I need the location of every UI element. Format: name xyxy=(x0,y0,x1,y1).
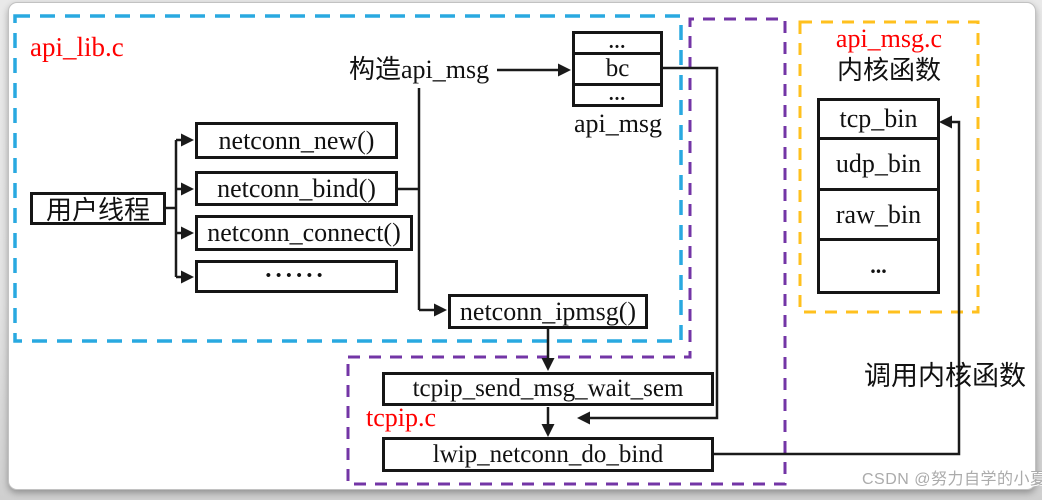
arrowheads xyxy=(181,63,952,437)
api-lib-module-label: api_lib.c xyxy=(30,32,124,62)
api-msg-struct-stack: ... bc ... xyxy=(572,31,663,107)
more-kernel-functions-cell: ... xyxy=(820,238,937,291)
tcpip-module-label: tcpip.c xyxy=(366,403,437,432)
netconn-connect-box: netconn_connect() xyxy=(195,215,413,251)
kernel-functions-label: 内核函数 xyxy=(836,56,941,85)
api-lib-module-border xyxy=(13,14,683,343)
arrow-into-dots-box xyxy=(181,270,194,284)
arrow-into-tcp-bin xyxy=(939,115,952,129)
lwip-netconn-do-bind-box: lwip_netconn_do_bind xyxy=(382,437,714,472)
arrow-into-send-msg xyxy=(541,358,555,371)
api-msg-cell-top: ... xyxy=(608,32,627,53)
tcpip-send-msg-wait-sem-box: tcpip_send_msg_wait_sem xyxy=(382,372,714,406)
arrow-into-dobind-flow xyxy=(577,411,590,425)
netconn-bind-box: netconn_bind() xyxy=(195,171,398,206)
arrow-into-netconn-bind xyxy=(181,182,194,196)
call-kernel-functions-label: 调用内核函数 xyxy=(864,361,1026,391)
bind-to-ipmsg-line xyxy=(398,88,435,312)
api-msg-module-label: api_msg.c xyxy=(835,24,943,53)
netconn-new-box: netconn_new() xyxy=(195,122,398,159)
more-functions-box: •••••• xyxy=(195,260,398,293)
csdn-watermark: CSDN @努力自学的小夏 xyxy=(862,471,1042,488)
arrow-into-netconn-connect xyxy=(181,226,194,240)
tcp-bin-cell: tcp_bin xyxy=(839,104,918,133)
construct-api-msg-label: 构造api_msg xyxy=(349,55,490,84)
arrow-into-msg-struct xyxy=(558,63,571,77)
netconn-ipmsg-box: netconn_ipmsg() xyxy=(448,294,648,329)
kernel-functions-stack: tcp_bin udp_bin raw_bin ... xyxy=(817,98,940,294)
api-msg-cell-bc: bc xyxy=(575,52,660,83)
msg-to-tcpip-line xyxy=(589,66,719,420)
arrow-into-dobind xyxy=(541,424,555,437)
arrow-into-ipmsg xyxy=(434,303,447,317)
user-thread-branch-line xyxy=(166,138,182,279)
arrow-into-netconn-new xyxy=(181,133,194,147)
tcpip-module-border xyxy=(346,17,787,486)
api-msg-module-border xyxy=(798,20,980,314)
raw-bin-cell: raw_bin xyxy=(820,188,937,238)
udp-bin-cell: udp_bin xyxy=(820,137,937,188)
dobind-to-kernel-line xyxy=(713,120,961,456)
user-thread-box: 用户线程 xyxy=(30,192,166,225)
api-msg-caption: api_msg xyxy=(573,109,663,138)
api-msg-cell-bottom: ... xyxy=(575,83,660,104)
